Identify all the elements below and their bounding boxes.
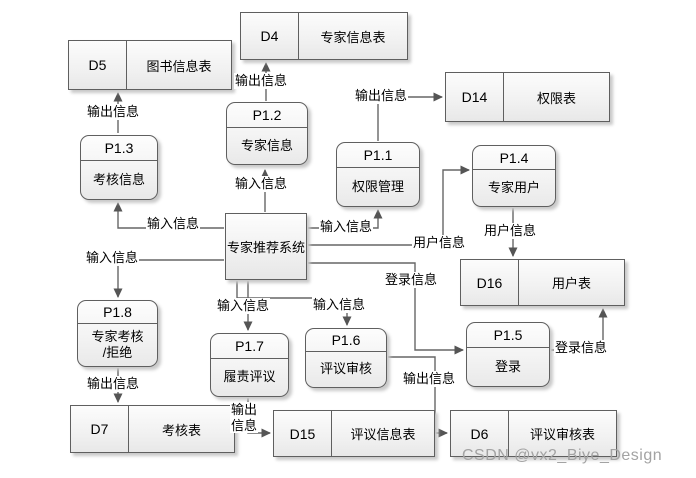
- process-p1-7: P1.7 履责评议: [210, 333, 289, 397]
- process-id-label: P1.3: [81, 136, 157, 161]
- edge-label-p1-7-to-d15: 输出 信息: [230, 402, 259, 434]
- process-name-label: 评议审核: [319, 361, 372, 377]
- process-p1-4: P1.4 专家用户: [472, 145, 556, 207]
- process-p1-1: P1.1 权限管理: [336, 142, 420, 207]
- process-id-label: P1.4: [473, 146, 555, 170]
- process-id-label: P1.8: [78, 301, 157, 324]
- datastore-id-label: D5: [69, 41, 127, 89]
- process-name-label: 专家用户: [487, 179, 540, 195]
- edge-label-system-to-p1-7: 输入信息: [216, 298, 271, 314]
- datastore-name-label: 评议信息表: [350, 427, 416, 442]
- process-name-label: 履责评议: [223, 369, 276, 385]
- datastore-name-label: 权限表: [536, 90, 576, 106]
- process-name-label: 权限管理: [351, 178, 404, 194]
- edge-label-system-to-p1-4: 用户信息: [412, 235, 467, 251]
- edge-label-p1-1-to-d14: 输出信息: [354, 88, 409, 104]
- datastore-name-label: 图书信息表: [146, 58, 212, 74]
- csdn-watermark: CSDN @vx2_Biye_Design: [462, 447, 663, 464]
- edge-p1-6-to-d6: [388, 356, 448, 438]
- process-name-label: 考核信息: [92, 171, 145, 187]
- datastore-d6: D6 评议审核表: [450, 410, 617, 457]
- process-name-label: 专家考核 /拒绝: [91, 328, 144, 360]
- edge-label-system-to-p1-3: 输入信息: [146, 216, 201, 232]
- process-p1-2: P1.2 专家信息: [226, 102, 308, 165]
- process-id-label: P1.2: [227, 103, 307, 128]
- process-id-label: P1.6: [306, 329, 386, 352]
- datastore-d7: D7 考核表: [70, 405, 235, 453]
- process-name-label: 登录: [494, 358, 521, 374]
- datastore-id-label: D6: [451, 411, 509, 456]
- datastore-name-label: 考核表: [161, 422, 201, 438]
- edge-label-system-to-p1-8: 输入信息: [85, 250, 140, 266]
- datastore-d14: D14 权限表: [445, 72, 610, 122]
- datastore-id-label: D16: [461, 260, 519, 305]
- edge-label-system-to-p1-6: 输入信息: [312, 297, 367, 313]
- edge-label-p1-5-to-d16: 登录信息: [554, 340, 609, 356]
- datastore-d4: D4 专家信息表: [240, 12, 408, 60]
- datastore-name-label: 专家信息表: [320, 29, 386, 45]
- edge-label-system-to-p1-5: 登录信息: [384, 272, 439, 288]
- edge-label-system-to-p1-2: 输入信息: [234, 176, 289, 192]
- datastore-d15: D15 评议信息表: [273, 410, 435, 457]
- edge-system-to-p1-4: [308, 165, 470, 246]
- edge-system-to-p1-5: [308, 262, 464, 355]
- edge-label-p1-8-to-d7: 输出信息: [86, 376, 141, 392]
- process-p1-5: P1.5 登录: [466, 322, 550, 387]
- datastore-name-label: 评议审核表: [529, 427, 595, 442]
- process-p1-8: P1.8 专家考核 /拒绝: [77, 300, 158, 367]
- process-id-label: P1.5: [467, 323, 549, 348]
- edge-label-p1-6-to-d6: 输出信息: [402, 371, 457, 387]
- datastore-d16: D16 用户表: [460, 259, 625, 306]
- datastore-d5: D5 图书信息表: [68, 40, 232, 90]
- process-id-label: P1.1: [337, 143, 419, 168]
- process-p1-3: P1.3 考核信息: [80, 135, 158, 200]
- datastore-name-label: 用户表: [551, 276, 591, 291]
- datastore-id-label: D15: [274, 411, 332, 456]
- process-p1-6: P1.6 评议审核: [305, 328, 387, 388]
- edge-p1-1-to-d14: [377, 92, 443, 141]
- process-system: 专家推荐系统: [225, 213, 307, 280]
- edge-label-p1-2-to-d4: 输出信息: [234, 73, 289, 89]
- datastore-id-label: D7: [71, 406, 129, 452]
- edge-label-p1-3-to-d5: 输出信息: [86, 104, 141, 120]
- process-name-label: 专家信息: [240, 137, 293, 153]
- process-id-label: P1.7: [211, 334, 288, 359]
- edge-label-system-to-p1-1: 输入信息: [319, 219, 374, 235]
- datastore-id-label: D14: [446, 73, 504, 121]
- datastore-id-label: D4: [241, 13, 299, 59]
- edge-label-p1-4-to-d16: 用户信息: [483, 223, 538, 239]
